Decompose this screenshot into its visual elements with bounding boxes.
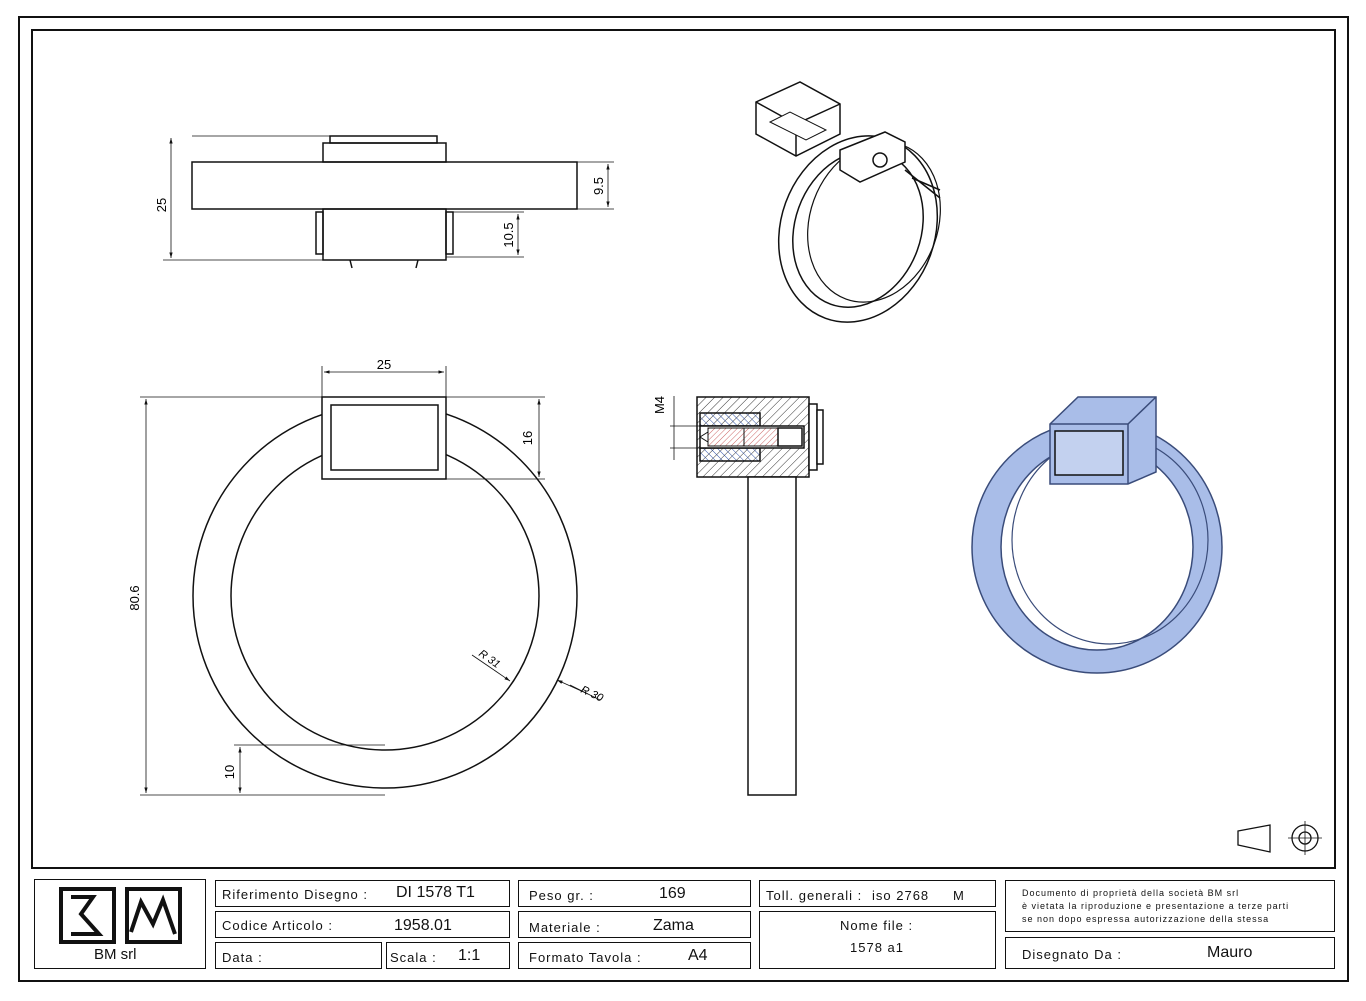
formato-label: Formato Tavola :: [529, 950, 642, 965]
dim-side-band: 9.5: [591, 177, 606, 195]
data-label: Data :: [222, 950, 263, 965]
codice-label: Codice Articolo :: [222, 918, 333, 933]
dim-front-box-height: 16: [520, 431, 535, 445]
nome-file-cell: Nome file : 1578 a1: [759, 911, 996, 969]
notice-cell: Documento di proprietà della società BM …: [1005, 880, 1335, 932]
formato-value: A4: [688, 947, 708, 964]
disegnato-value: Mauro: [1207, 944, 1253, 961]
logo-cell: BM srl: [34, 879, 206, 969]
front-view: [140, 366, 601, 796]
isometric-exploded-view: [755, 81, 941, 323]
scala-value: 1:1: [458, 947, 481, 964]
materiale-value: Zama: [653, 917, 694, 934]
peso-cell: Peso gr. : 169: [518, 880, 751, 907]
projection-symbol: [1237, 821, 1322, 855]
nome-file-value: 1578 a1: [850, 940, 904, 955]
tolleranze-class: M: [953, 888, 965, 903]
dim-front-inner-radius: R 31: [476, 648, 502, 671]
peso-value: 169: [659, 885, 686, 902]
formato-cell: Formato Tavola : A4: [518, 942, 751, 969]
disegnato-cell: Disegnato Da : Mauro: [1005, 937, 1335, 969]
notice-line-2: è vietata la riproduzione e presentazion…: [1022, 901, 1290, 911]
section-view: [670, 396, 824, 796]
notice-line-1: Documento di proprietà della società BM …: [1022, 888, 1240, 898]
data-cell: Data :: [215, 942, 382, 969]
materiale-cell: Materiale : Zama: [518, 911, 751, 938]
notice-line-3: se non dopo espressa autorizzazione dell…: [1022, 914, 1270, 924]
side-view: [163, 135, 614, 269]
tolleranze-label: Toll. generali :: [766, 888, 863, 903]
scala-label: Scala :: [390, 950, 437, 965]
dim-side-clip: 10.5: [501, 222, 516, 247]
nome-file-label: Nome file :: [840, 918, 914, 933]
disegnato-label: Disegnato Da :: [1022, 947, 1122, 962]
dim-front-box-width: 25: [377, 357, 391, 372]
bm-logo-icon: [59, 887, 182, 944]
shaded-3d-view: [971, 396, 1223, 674]
dim-section-thread: M4: [652, 396, 667, 414]
riferimento-label: Riferimento Disegno :: [222, 887, 368, 902]
company-name: BM srl: [94, 946, 137, 963]
dim-front-outer-radius: R 30: [579, 684, 606, 705]
drawing-frame: [31, 29, 1336, 869]
codice-value: 1958.01: [394, 917, 452, 934]
materiale-label: Materiale :: [529, 920, 601, 935]
peso-label: Peso gr. :: [529, 888, 594, 903]
dim-front-total-height: 80.6: [127, 585, 142, 610]
riferimento-value: DI 1578 T1: [396, 884, 475, 901]
dim-side-height: 25: [154, 198, 169, 212]
tolleranze-value: iso 2768: [872, 888, 930, 903]
codice-cell: Codice Articolo : 1958.01: [215, 911, 510, 938]
tolleranze-cell: Toll. generali : iso 2768 M: [759, 880, 996, 907]
scala-cell: Scala : 1:1: [386, 942, 510, 969]
dim-front-band-width: 10: [222, 765, 237, 779]
outer-border: [18, 16, 1349, 982]
riferimento-cell: Riferimento Disegno : DI 1578 T1: [215, 880, 510, 907]
